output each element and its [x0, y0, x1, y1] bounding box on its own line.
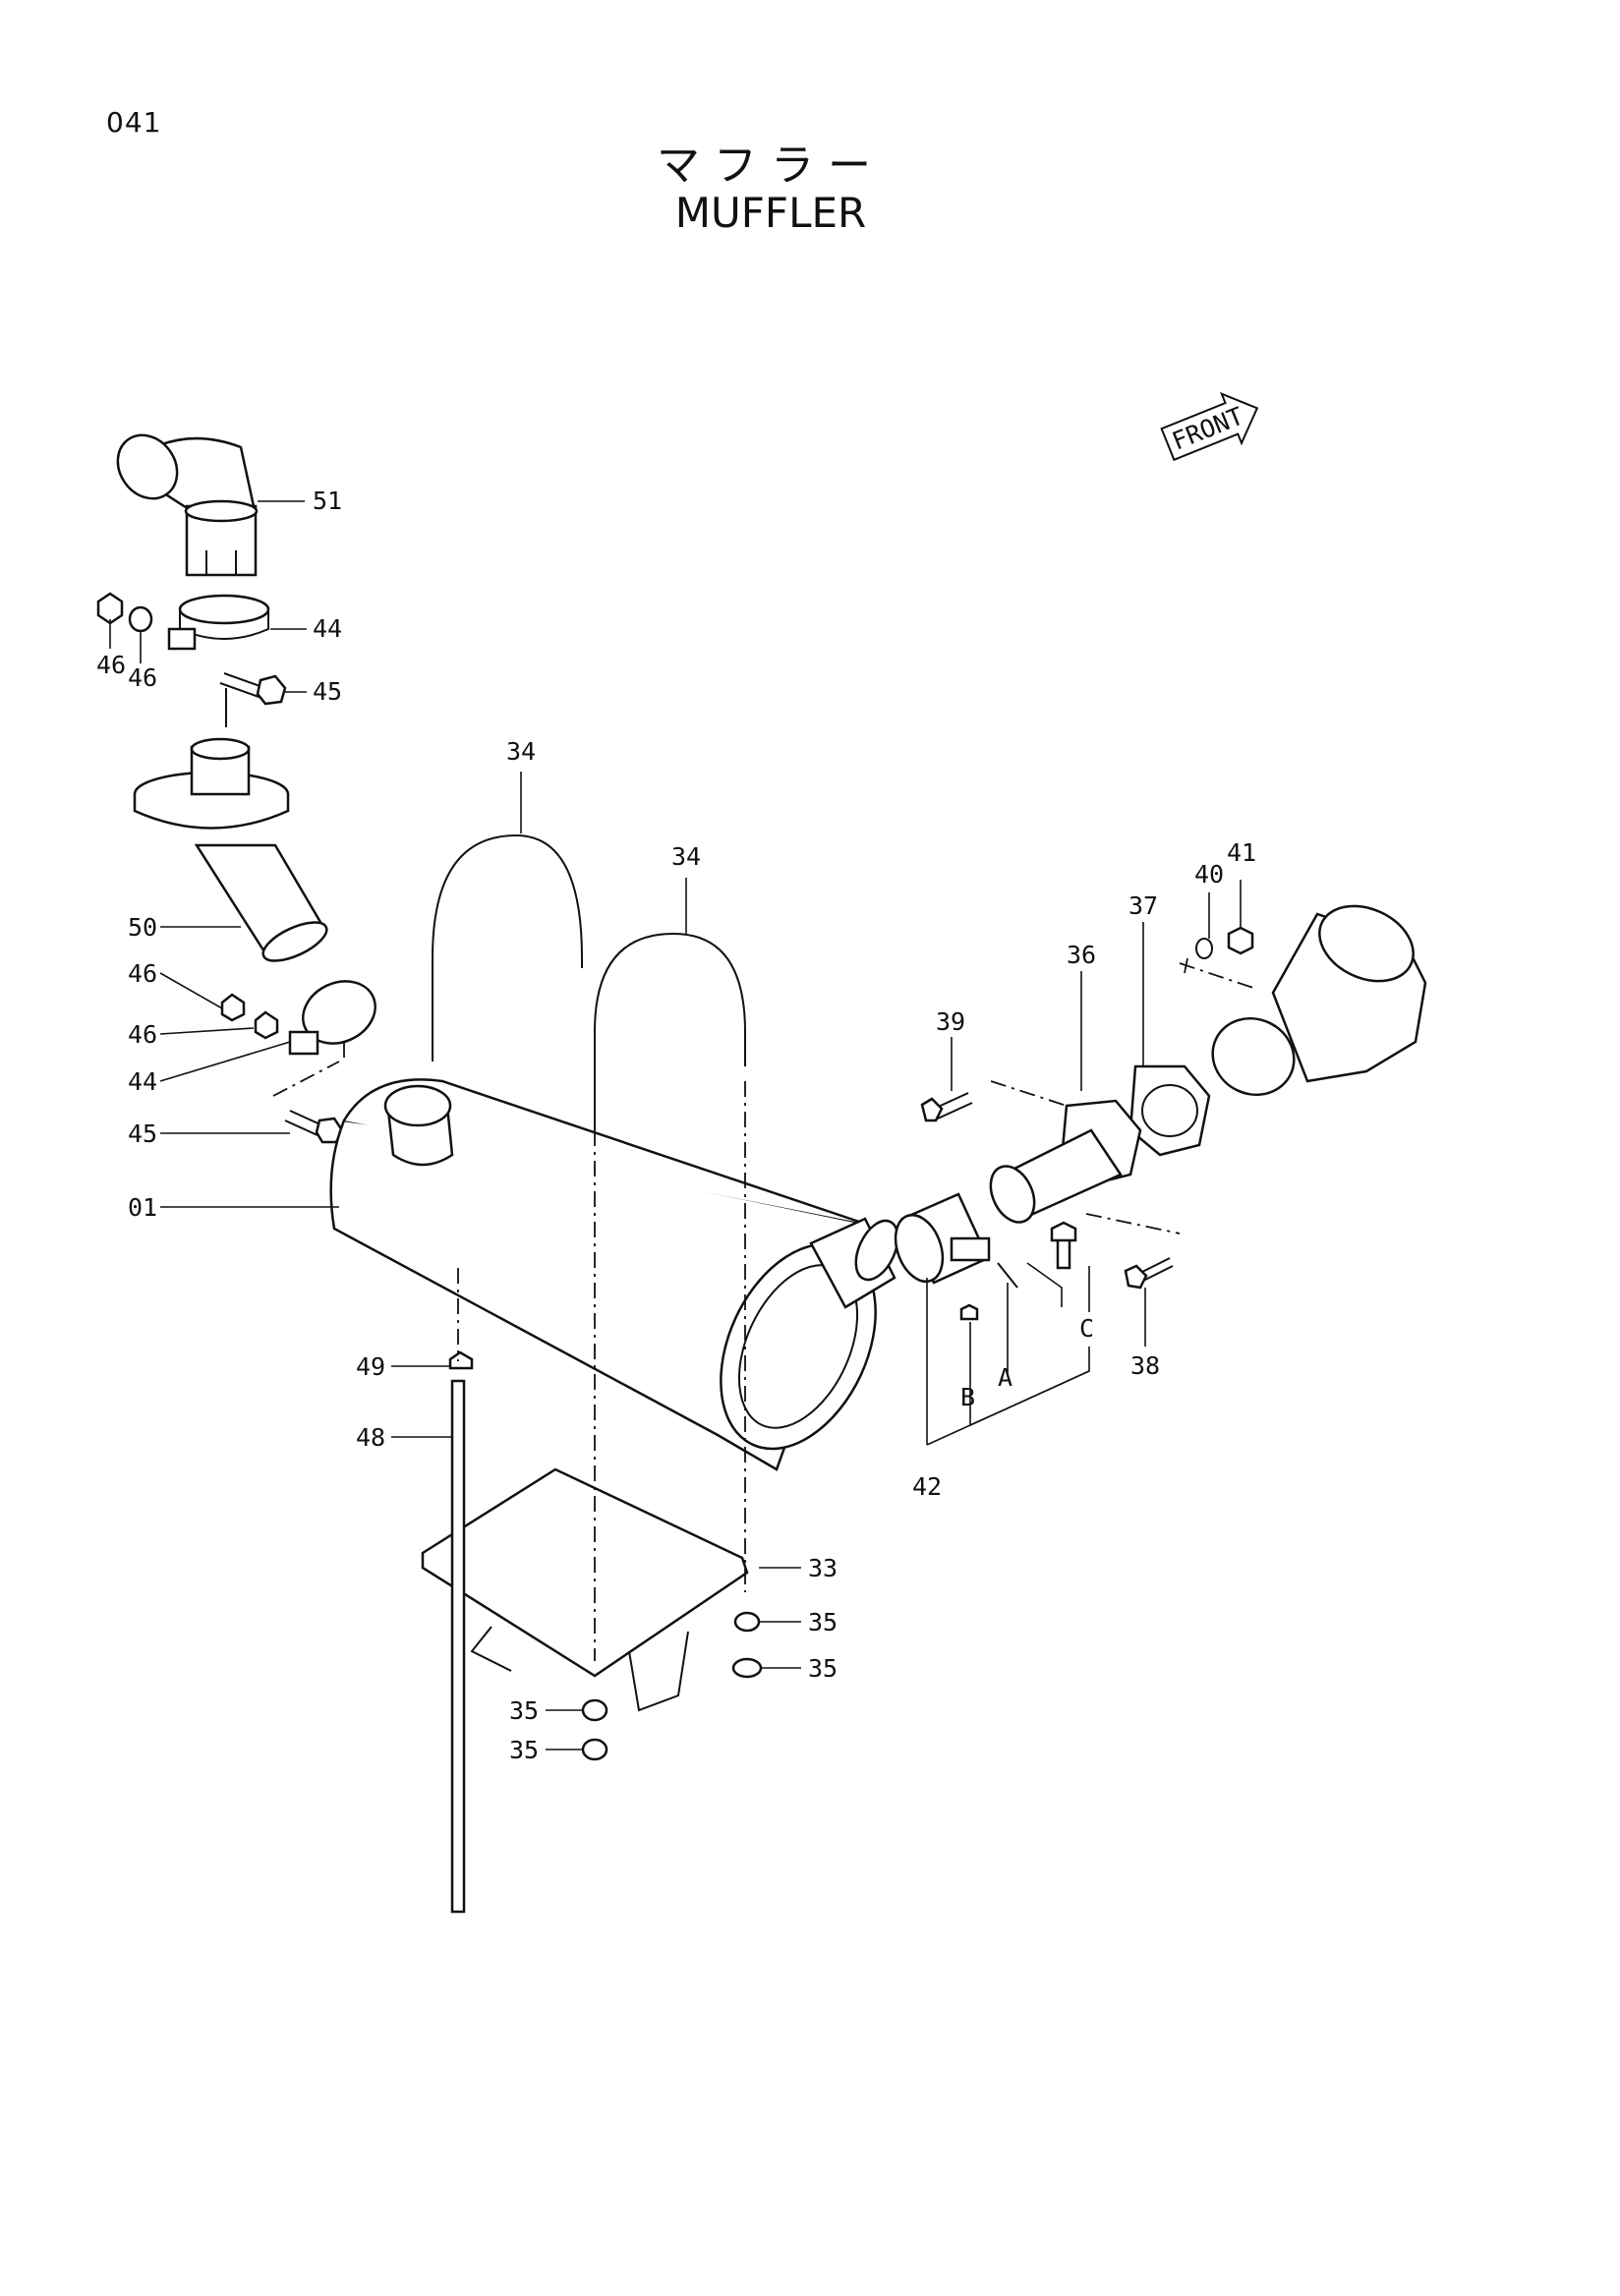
callout-35: 35: [808, 1654, 838, 1683]
nut-46-c: [220, 993, 246, 1022]
nut-35-d: [581, 1738, 608, 1761]
u-bolt-34-b: [594, 932, 746, 1130]
callout-46: 46: [128, 1020, 157, 1049]
nut-35-c: [581, 1698, 608, 1722]
callout-44: 44: [128, 1067, 157, 1096]
callout-46: 46: [96, 651, 126, 679]
callout-38: 38: [1130, 1351, 1160, 1380]
nut-46-a: [96, 592, 124, 625]
nut-46-d: [254, 1010, 279, 1040]
callout-45: 45: [128, 1119, 157, 1148]
page-number: 041: [106, 106, 162, 139]
pipe-clamp-42-part: [894, 1192, 1018, 1321]
title-japanese: マフラー: [657, 141, 885, 191]
callout-34: 34: [671, 842, 701, 871]
callout-40: 40: [1194, 860, 1224, 889]
callout-35: 35: [509, 1696, 539, 1725]
callout-49: 49: [356, 1352, 385, 1381]
callout-35: 35: [808, 1608, 838, 1636]
nut-35-a: [733, 1611, 761, 1633]
exhaust-elbow-part: [116, 433, 259, 577]
front-arrow-icon: FRONT: [1160, 391, 1259, 462]
callout-35: 35: [509, 1736, 539, 1764]
bolt-45-lower: [284, 1110, 344, 1144]
callout-37: 37: [1128, 891, 1158, 920]
callout-33: 33: [808, 1554, 838, 1582]
nut-41: [1227, 926, 1254, 955]
bolt-38: [1124, 1257, 1174, 1290]
page-title: MUFFLER: [674, 189, 867, 237]
reference-c: C: [1079, 1314, 1094, 1343]
nut-46-b: [128, 605, 153, 633]
exhaust-pipe-part: [989, 1128, 1123, 1224]
upper-clamp-part: [167, 594, 270, 651]
callout-51: 51: [313, 487, 342, 515]
mounting-bracket-part: [421, 1467, 749, 1712]
bolt-39: [920, 1092, 973, 1122]
callout-41: 41: [1227, 838, 1256, 867]
callout-39: 39: [936, 1007, 965, 1036]
exhaust-manifold-part: [1211, 904, 1427, 1096]
callout-44: 44: [313, 614, 342, 643]
leader-lines: [109, 500, 1242, 1751]
reference-b: B: [960, 1383, 975, 1411]
nut-35-b: [731, 1657, 763, 1679]
snap-ring-40: [1195, 938, 1213, 959]
middle-clamp-part: [288, 980, 376, 1056]
callout-48: 48: [356, 1423, 385, 1452]
callout-01: 01: [128, 1193, 157, 1222]
reference-a: A: [998, 1363, 1012, 1392]
callout-34: 34: [506, 737, 536, 766]
callout-50: 50: [128, 913, 157, 942]
bolt-45-upper: [219, 672, 287, 706]
muffler-body-part: [329, 1078, 899, 1471]
callout-42: 42: [912, 1472, 942, 1501]
u-bolt-34-a: [432, 833, 583, 1062]
callout-45: 45: [313, 677, 342, 706]
drain-rod-part: [448, 1268, 474, 1914]
bolt-c: [1050, 1221, 1077, 1270]
exhaust-stack-part: [133, 688, 328, 962]
callout-46: 46: [128, 959, 157, 988]
gasket-37-part: [1128, 1064, 1211, 1157]
callout-36: 36: [1067, 941, 1096, 969]
callout-46: 46: [128, 663, 157, 692]
